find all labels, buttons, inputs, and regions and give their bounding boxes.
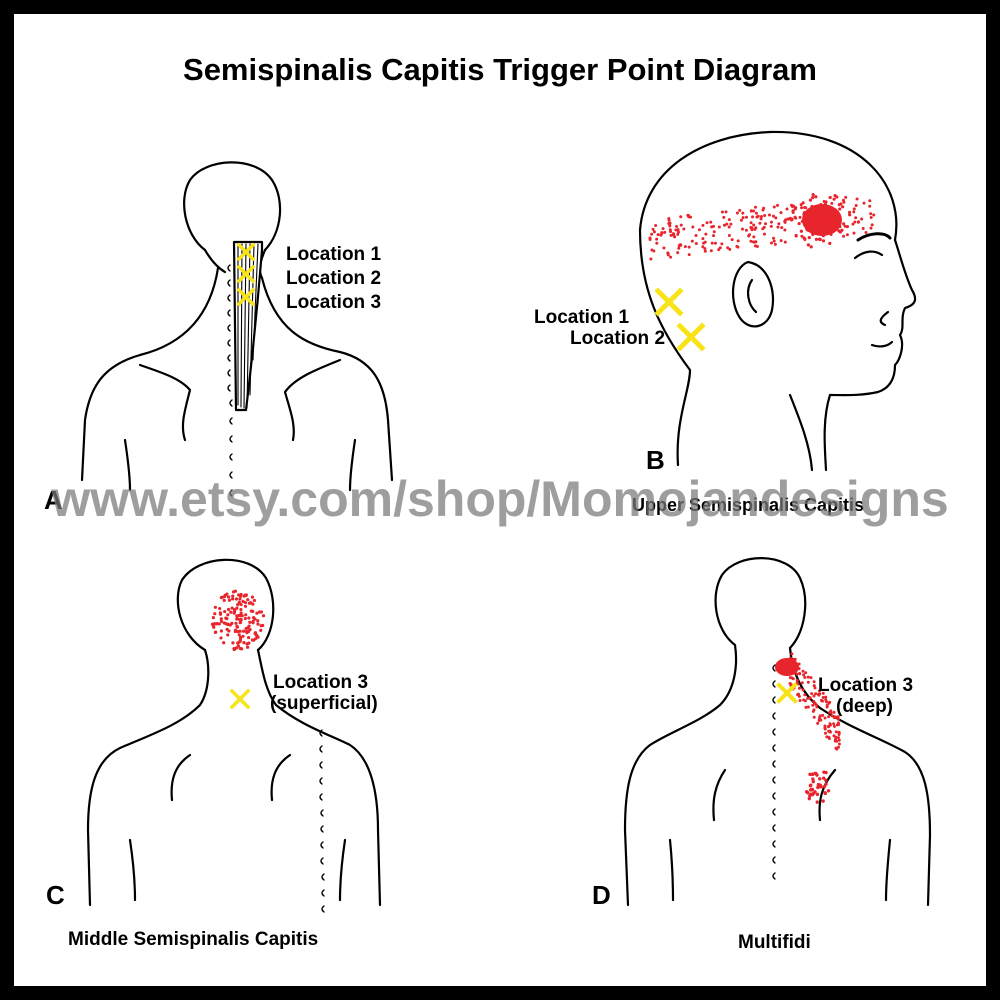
panel-d-location-3-label: Location 3	[818, 675, 914, 696]
panel-a-location-2-label: Location 2	[286, 268, 382, 289]
panel-b-caption: Upper Semispinalis Capitis	[632, 495, 865, 515]
panel-d-deep-label: (deep)	[836, 696, 893, 717]
trigger-point-marks	[229, 242, 798, 710]
panel-a-letter: A	[44, 485, 63, 515]
watermark-url: www.etsy.com/shop/Momojandesigns	[51, 471, 949, 527]
panel-a-location-3-label: Location 3	[286, 292, 382, 313]
diagram-title: Semispinalis Capitis Trigger Point Diagr…	[183, 52, 817, 87]
panel-c-superficial-label: (superficial)	[270, 693, 378, 714]
panel-b-location-1-label: Location 1	[534, 307, 630, 328]
panel-d-figure	[623, 557, 932, 907]
pain-referral-dots	[210, 192, 876, 804]
panel-b-letter: B	[646, 445, 665, 475]
image-frame	[14, 14, 986, 986]
panel-c-letter: C	[46, 880, 65, 910]
panel-d-caption: Multifidi	[738, 932, 811, 953]
panel-a-figure	[80, 161, 394, 497]
panel-c-figure	[86, 558, 382, 913]
panel-b-figure	[638, 130, 917, 472]
panel-d-letter: D	[592, 880, 611, 910]
panel-c-caption: Middle Semispinalis Capitis	[68, 929, 319, 950]
panel-a-location-1-label: Location 1	[286, 244, 382, 265]
panel-c-location-3-label: Location 3	[273, 672, 369, 693]
panel-b-location-2-label: Location 2	[570, 328, 666, 349]
